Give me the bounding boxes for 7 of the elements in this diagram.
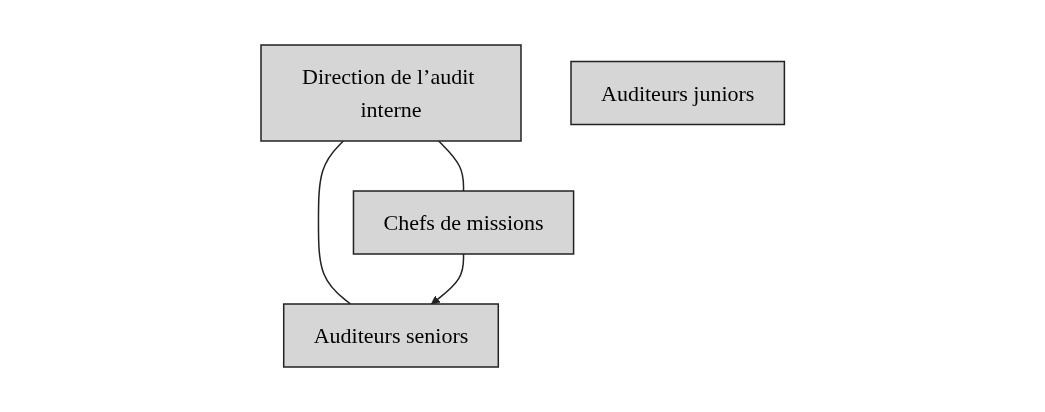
connector [317, 140, 352, 305]
node-box: Chefs de missions [352, 190, 575, 255]
node-box: Auditeurs juniors [570, 60, 785, 126]
node-box: Direction de l’audit interne [260, 44, 522, 142]
connector [437, 140, 465, 192]
arrow [430, 253, 465, 305]
node-box: Auditeurs seniors [282, 303, 499, 368]
